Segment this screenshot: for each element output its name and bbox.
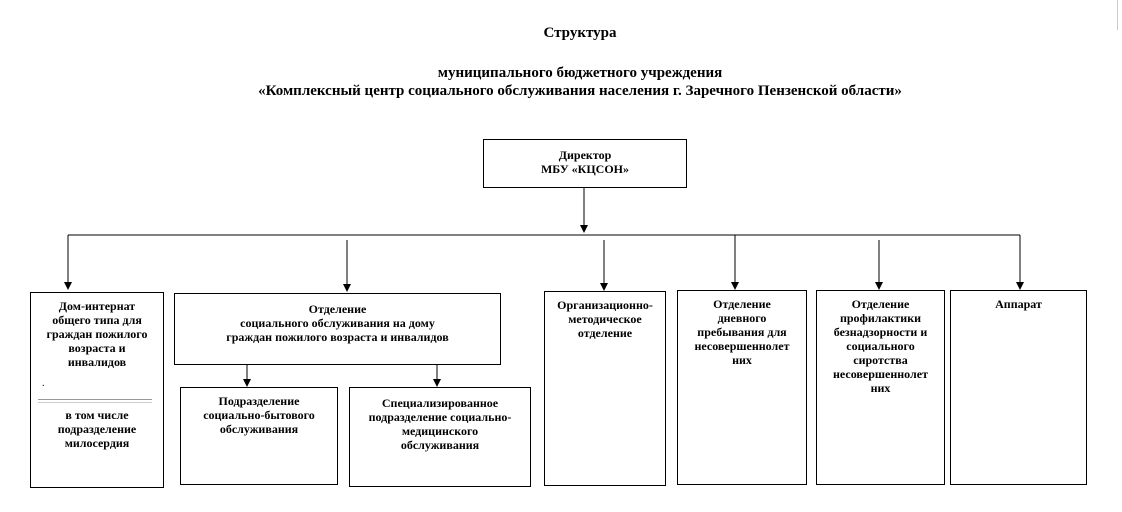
dom-internat-divider xyxy=(38,399,152,403)
box-text-line: Дом-интернат xyxy=(58,299,136,313)
box-text-line: профилактики xyxy=(839,311,922,325)
home-care-box: Отделение социального обслуживания на до… xyxy=(174,293,501,365)
box-text-line: подразделение социально- xyxy=(368,410,512,424)
dom-internat-box: Дом-интернат общего типа для граждан пож… xyxy=(30,292,164,488)
box-text-line: общего типа для xyxy=(52,313,142,327)
box-text-line: обслуживания xyxy=(400,438,480,452)
apparatus-box: Аппарат xyxy=(950,290,1087,485)
box-text-line: несовершеннолет xyxy=(833,367,928,381)
day-stay-box: Отделение дневного пребывания для несове… xyxy=(677,290,807,485)
box-text-line: несовершеннолет xyxy=(694,339,790,353)
social-household-box: Подразделение социально-бытового обслужи… xyxy=(180,387,338,485)
page-edge-rule xyxy=(1117,0,1118,30)
box-text-line: отделение xyxy=(577,326,633,340)
box-text-line: в том числе xyxy=(65,408,129,422)
box-text-line: инвалидов xyxy=(67,355,127,369)
box-text-line: граждан пожилого возраста и инвалидов xyxy=(226,330,449,344)
dom-internat-note: в том числе подразделение милосердия xyxy=(31,402,163,462)
box-text-line: обслуживания xyxy=(219,422,299,436)
box-text-line: Аппарат xyxy=(995,297,1042,311)
org-method-box: Организационно- методическое отделение xyxy=(544,291,666,486)
stray-dot: . xyxy=(42,378,45,389)
box-text-line: социального обслуживания на дому xyxy=(240,316,435,330)
box-text-line: социально-бытового xyxy=(203,408,315,422)
box-text-line: Подразделение xyxy=(218,394,300,408)
page-subtitle-line1: муниципального бюджетного учреждения xyxy=(437,65,723,81)
page-subtitle-line2: «Комплексный центр социального обслужива… xyxy=(258,83,902,99)
box-text-line: медицинского xyxy=(401,424,479,438)
director-org: МБУ «КЦСОН» xyxy=(540,162,629,176)
box-text-line: граждан пожилого xyxy=(46,327,148,341)
box-text-line: Отделение xyxy=(713,297,771,311)
box-text-line: возраста и xyxy=(68,341,126,355)
page-title: Структура xyxy=(543,25,617,41)
box-text-line: них xyxy=(870,381,891,395)
director-label: Директор xyxy=(558,148,612,162)
box-text-line: подразделение xyxy=(57,422,137,436)
box-text-line: безнадзорности и xyxy=(833,325,928,339)
box-text-line: милосердия xyxy=(64,436,130,450)
box-text-line: методическое xyxy=(568,312,642,326)
director-box: Директор МБУ «КЦСОН» xyxy=(483,139,687,188)
box-text-line: них xyxy=(732,353,752,367)
box-text-line: дневного xyxy=(717,311,767,325)
box-text-line: Организационно- xyxy=(557,298,653,312)
box-text-line: Отделение xyxy=(851,297,910,311)
box-text-line: Специализированное xyxy=(381,396,499,410)
box-text-line: сиротства xyxy=(853,353,908,367)
box-text-line: социального xyxy=(846,339,915,353)
prevention-box: Отделение профилактики безнадзорности и … xyxy=(816,290,945,485)
box-text-line: пребывания для xyxy=(697,325,787,339)
social-medical-box: Специализированное подразделение социаль… xyxy=(349,387,531,487)
box-text-line: Отделение xyxy=(308,302,367,316)
